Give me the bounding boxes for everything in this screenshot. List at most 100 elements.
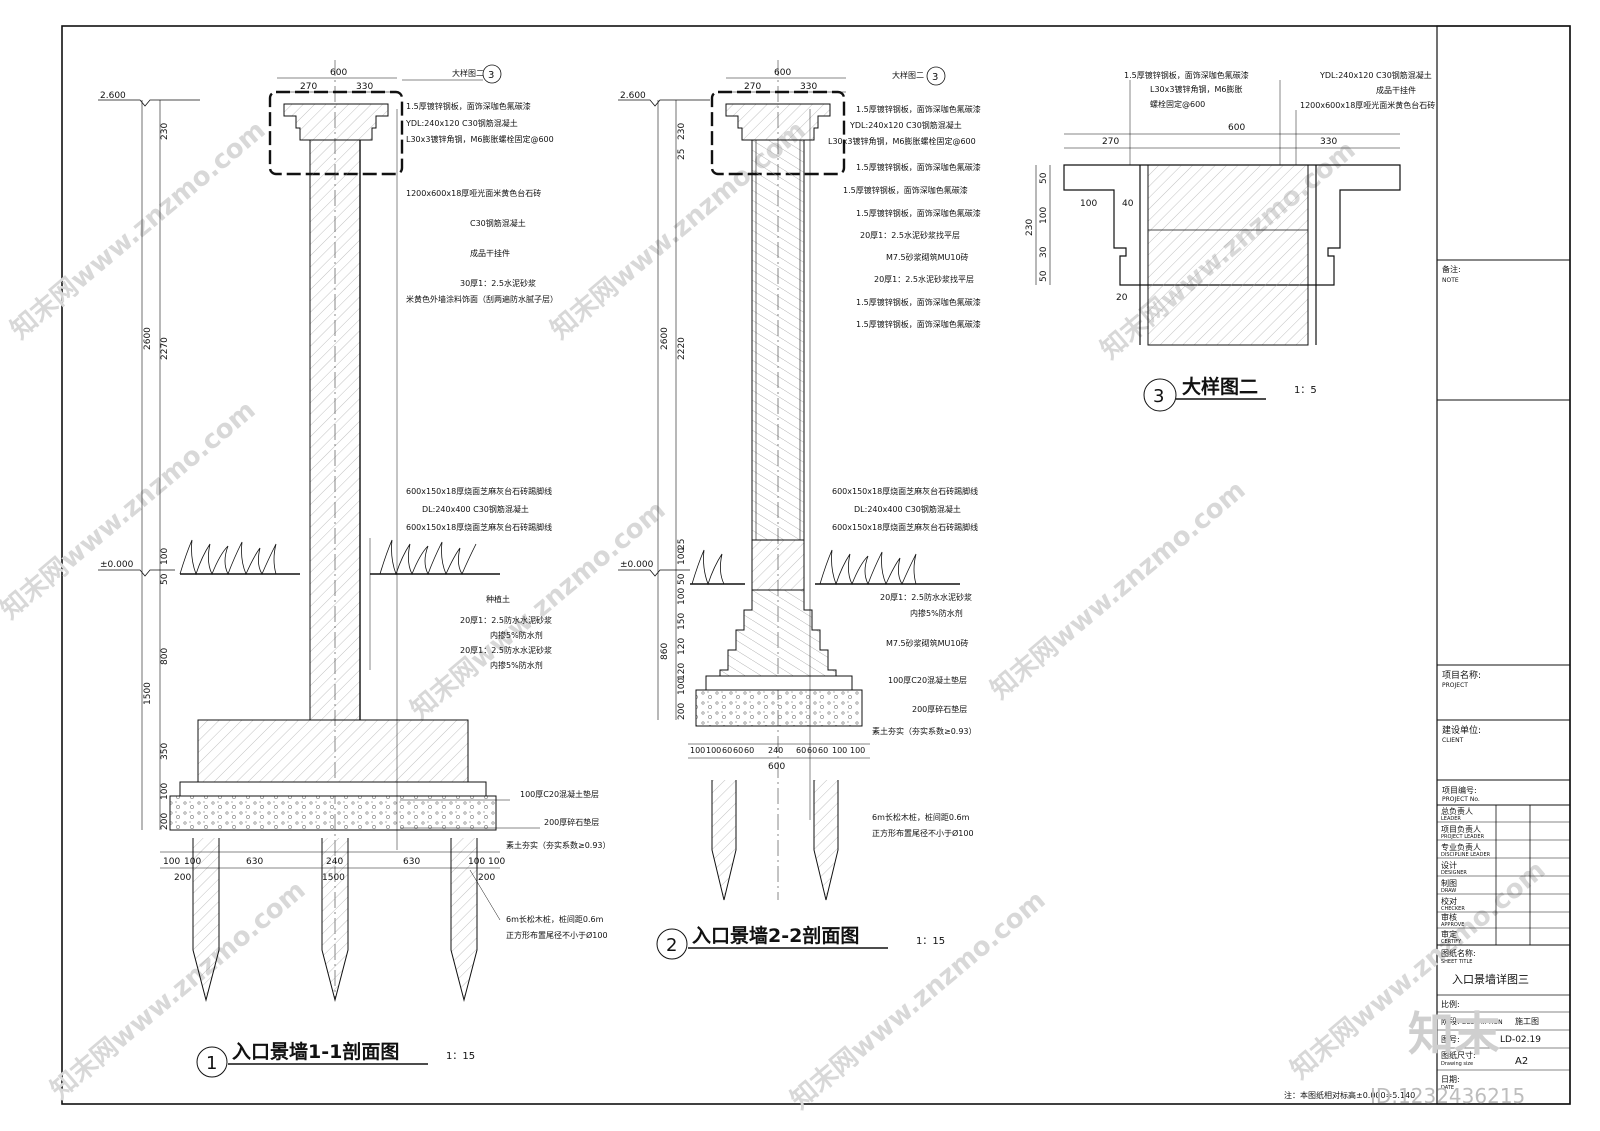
callout: 20厚1：2.5水泥砂浆找平层	[874, 274, 974, 284]
dim-bottom: 100	[690, 746, 705, 755]
dim-vertical: 2220	[677, 337, 687, 360]
dim-bottom: 1500	[322, 873, 345, 883]
callout: 内掺5%防水剂	[490, 630, 543, 640]
project-no-label-en: PROJECT No.	[1442, 796, 1480, 803]
callout: YDL:240x120 C30钢筋混凝土	[1319, 70, 1432, 80]
watermark-text: 知末网www.znzmo.com	[45, 875, 311, 1105]
dim-bottom: 200	[174, 873, 191, 883]
callout: 100厚C20混凝土垫层	[888, 675, 967, 685]
callout: 素土夯实（夯实系数≥0.93）	[506, 840, 611, 850]
detail-badge: 3	[1153, 386, 1164, 407]
dim-vertical: 230	[160, 123, 170, 140]
dim-vertical: 1500	[143, 682, 153, 705]
callout: 100厚C20混凝土垫层	[520, 789, 599, 799]
callout: 种植土	[486, 594, 510, 604]
title-block-frame	[1436, 25, 1571, 1105]
callout: 30厚1：2.5水泥砂浆	[460, 278, 536, 288]
callout: 1.5厚镀锌钢板，面饰深咖色氟碳漆	[856, 104, 981, 114]
callout: 1.5厚镀锌钢板，面饰深咖色氟碳漆	[856, 297, 981, 307]
elevation-zero-label: ±0.000	[620, 560, 654, 570]
callout: 米黄色外墙涂料饰面（刮两遍防水腻子层）	[406, 294, 558, 304]
dim-bottom: 60	[807, 746, 817, 755]
dim-bottom: 240	[326, 857, 343, 867]
section-2-2: 2.600 ±0.000 2600 860 230 25 2220 100 25…	[618, 60, 981, 960]
callout: 20厚1：2.5防水水泥砂浆	[460, 645, 552, 655]
role-label: 审核	[1441, 912, 1457, 922]
dim-vertical: 50	[160, 573, 170, 585]
role-label-en: CHECKER	[1441, 906, 1465, 912]
dim-vertical: 860	[660, 643, 670, 660]
brand-logo: 知末	[1408, 1007, 1500, 1061]
scale-label: 比例:	[1441, 999, 1460, 1009]
detail-ref-label: 大样图二	[452, 68, 484, 78]
role-label: 校对	[1441, 896, 1457, 906]
role-label-en: DRAW	[1441, 888, 1456, 894]
role-label-en: DISCIPLINE LEADER	[1441, 852, 1491, 858]
phase-value: 施工图	[1515, 1016, 1539, 1026]
size-label: 图纸尺寸:	[1441, 1050, 1476, 1060]
dim-vertical: 2270	[160, 337, 170, 360]
callout: 600x150x18厚烧面芝麻灰台石砖踢脚线	[406, 522, 552, 532]
callout-list-2: 1.5厚镀锌钢板，面饰深咖色氟碳漆 YDL:240x120 C30钢筋混凝土 L…	[828, 104, 981, 838]
project-no-label: 项目编号:	[1442, 785, 1477, 795]
callout: 素土夯实（夯实系数≥0.93）	[872, 726, 977, 736]
dim-bottom: 200	[478, 873, 495, 883]
dim-bottom: 100	[706, 746, 721, 755]
note-label: 备注:	[1442, 264, 1461, 274]
callout: L30x3镀锌角钢，M6膨胀	[1150, 84, 1242, 94]
phase-label-en: DESCRIPTION	[1462, 1019, 1503, 1026]
dim-top-right: 330	[800, 82, 817, 92]
detail-title: 大样图二	[1182, 375, 1258, 398]
dim-vertical: 100	[160, 548, 170, 565]
dim-bottom: 600	[768, 762, 785, 772]
elevation-zero-label: ±0.000	[100, 560, 134, 570]
callout: 1.5厚镀锌钢板，面饰深咖色氟碳漆	[406, 101, 531, 111]
watermark-text: 知末网www.znzmo.com	[985, 475, 1251, 705]
dim-bottom: 60	[733, 746, 743, 755]
footnote: 注：本图纸相对标高±0.000=5.140	[1284, 1090, 1415, 1100]
client-label: 建设单位:	[1442, 724, 1481, 736]
dim-top-right: 330	[1320, 137, 1337, 147]
callout: 600x150x18厚烧面芝麻灰台石砖踢脚线	[832, 522, 978, 532]
dim-bottom: 240	[768, 746, 783, 755]
dim-vertical: 50	[1039, 172, 1049, 184]
dim-top-total: 600	[774, 68, 791, 78]
dim-vertical: 2600	[143, 327, 153, 350]
callout: 6m长松木桩，桩间距0.6m	[872, 812, 970, 822]
section-badge: 1	[206, 1053, 217, 1074]
dim-vertical: 100	[1039, 207, 1049, 224]
callout: 1.5厚镀锌钢板，面饰深咖色氟碳漆	[856, 162, 981, 172]
callout: 成品干挂件	[1376, 85, 1416, 95]
dim-vertical: 25	[677, 539, 687, 550]
role-label-en: PROJECT LEADER	[1441, 834, 1485, 840]
callout-list-1: 1.5厚镀锌钢板，面饰深咖色氟碳漆 YDL:240x120 C30钢筋混凝土 L…	[405, 101, 611, 940]
callout: 内掺5%防水剂	[490, 660, 543, 670]
elevation-top-label: 2.600	[100, 91, 126, 101]
callout: L30x3镀锌角钢，M6膨胀螺栓固定@600	[406, 134, 554, 144]
callout: YDL:240x120 C30钢筋混凝土	[849, 120, 962, 130]
sheet-title-label: 图纸名称:	[1441, 948, 1476, 958]
dim-vertical: 120	[677, 663, 687, 680]
dim-vertical: 100	[677, 678, 687, 695]
dim-top-left: 270	[300, 82, 317, 92]
footing	[197, 719, 469, 783]
callout: 1.5厚镀锌钢板，面饰深咖色氟碳漆	[856, 208, 981, 218]
dim-top-total: 600	[330, 68, 347, 78]
dim-vertical: 100	[160, 783, 170, 800]
dim-vertical: 25	[677, 149, 687, 160]
size-label-en: Drawing size	[1441, 1061, 1473, 1067]
callout: 内掺5%防水剂	[910, 608, 963, 618]
callout: 20厚1：2.5防水水泥砂浆	[880, 592, 972, 602]
dim-top-left: 270	[1102, 137, 1119, 147]
callout: C30钢筋混凝土	[470, 218, 526, 228]
role-label-en: DESIGNER	[1441, 870, 1467, 876]
date-label-en: DATE	[1441, 1085, 1454, 1091]
dim-bottom: 630	[246, 857, 263, 867]
size-value: A2	[1515, 1056, 1528, 1067]
detail-ref-badge: 3	[488, 70, 494, 81]
role-label: 总负责人	[1441, 806, 1473, 816]
image-id: ID:1232436215	[1370, 1084, 1525, 1108]
callout: 6m长松木桩，桩间距0.6m	[506, 914, 604, 924]
role-label: 审定	[1441, 929, 1457, 939]
project-label-en: PROJECT	[1442, 682, 1468, 689]
